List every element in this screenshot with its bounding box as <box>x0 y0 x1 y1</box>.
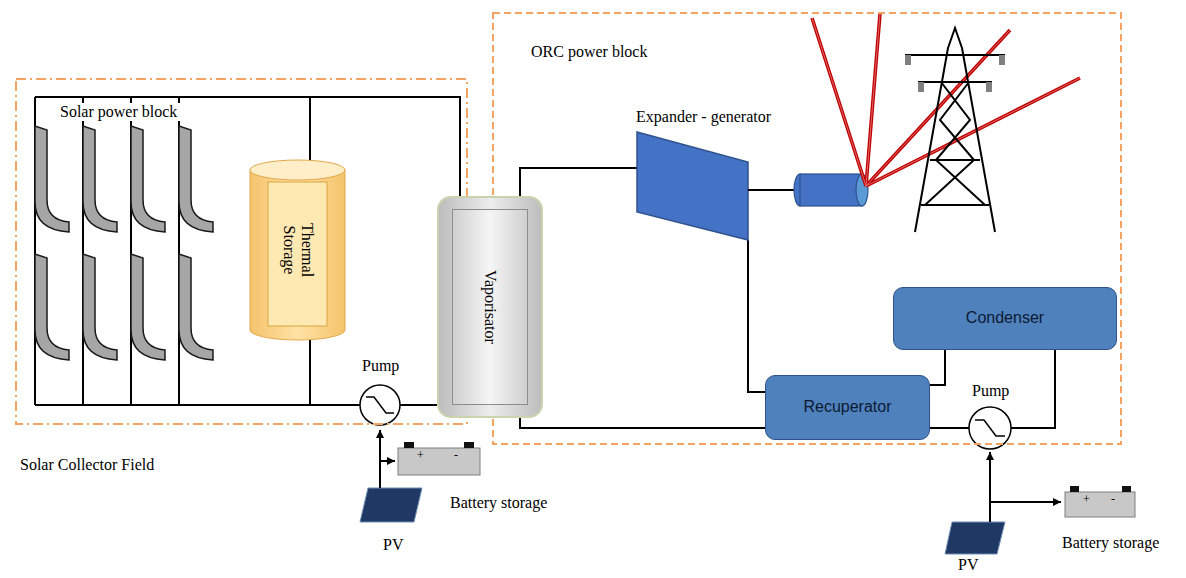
insulator <box>905 55 911 65</box>
collector-trough <box>179 254 213 360</box>
polarity-sign: - <box>454 449 458 463</box>
pump-symbol <box>360 385 400 425</box>
pv-panel <box>360 488 422 522</box>
collector-pipe <box>35 97 437 405</box>
label-holder: Expander - generator <box>636 108 771 126</box>
pump-symbol <box>969 407 1011 449</box>
block-region: Solar power blockThermal Storage <box>15 78 468 425</box>
label-holder: Pump <box>972 382 1009 400</box>
region-heading: Solar power block <box>57 103 180 121</box>
generator-symbol <box>800 174 862 206</box>
power-wire <box>380 460 395 462</box>
battery-terminal <box>464 442 474 448</box>
pipe-connector <box>930 350 945 385</box>
polarity-sign: + <box>1083 493 1090 507</box>
region-outline <box>15 78 468 425</box>
insulator <box>986 82 992 92</box>
tank-body <box>250 170 345 340</box>
label-holder: Pump <box>362 357 399 375</box>
collector-trough <box>35 254 69 360</box>
part-name: Solar Collector Field <box>20 456 154 474</box>
label-holder: Battery storage <box>1062 534 1159 552</box>
region-title: ORC power block <box>528 43 650 61</box>
part-name: Battery storage <box>1062 534 1159 552</box>
expander-symbol <box>637 132 748 240</box>
collector-trough <box>83 126 117 232</box>
power-wire <box>989 452 991 522</box>
region-heading: ORC power block <box>528 43 650 61</box>
part-name: Battery storage <box>450 494 547 512</box>
label-holder: + <box>417 449 424 463</box>
pump-symbol <box>366 397 394 413</box>
part-name: PV <box>958 556 978 574</box>
storage-tank: Thermal Storage <box>250 160 345 340</box>
part-name: PV <box>383 536 403 554</box>
pv-panel <box>945 522 1005 554</box>
part-name: Pump <box>972 382 1009 400</box>
collector-trough <box>179 126 213 232</box>
battery-symbol <box>398 448 480 475</box>
region-outline <box>16 79 467 424</box>
label-holder: - <box>1111 493 1115 507</box>
heat-exchanger: Vaporisator <box>437 196 543 418</box>
transmission-tower <box>905 28 1005 232</box>
collector-trough <box>131 126 165 232</box>
collector-trough <box>131 254 165 360</box>
insulator <box>918 82 924 92</box>
component-name: Vaporisator <box>481 270 499 344</box>
battery-terminal <box>1070 486 1079 492</box>
component-name: Recuperator <box>803 398 891 416</box>
process-box: Condenser <box>893 287 1117 350</box>
label-holder: - <box>454 449 458 463</box>
polarity-sign: + <box>417 449 424 463</box>
component-name: Condenser <box>966 309 1044 327</box>
shaft-line <box>748 189 800 191</box>
block-region: ORC power blockCondenserRecuperator <box>492 12 1122 445</box>
component-name: Thermal Storage <box>279 210 316 290</box>
label-holder: Solar Collector Field <box>20 456 154 474</box>
tank-top <box>250 160 345 180</box>
label-holder: Battery storage <box>450 494 547 512</box>
label-holder: + <box>1083 493 1090 507</box>
polarity-sign: - <box>1111 493 1115 507</box>
process-box: Recuperator <box>765 375 930 440</box>
label-holder: PV <box>383 536 403 554</box>
region-title: Solar power block <box>57 103 180 121</box>
part-name: Expander - generator <box>636 108 771 126</box>
pump-symbol <box>975 420 1005 436</box>
collector-trough <box>83 254 117 360</box>
rotated-text-holder: Vaporisator <box>481 270 499 344</box>
collector-trough <box>35 126 69 232</box>
pipe-connector <box>520 418 765 428</box>
part-name: Pump <box>362 357 399 375</box>
label-holder: PV <box>958 556 978 574</box>
region-outline <box>493 13 1121 444</box>
power-wire <box>990 501 1061 503</box>
battery-symbol <box>1065 492 1135 517</box>
battery-terminal <box>1122 486 1131 492</box>
battery-terminal <box>404 442 414 448</box>
insulator <box>999 55 1005 65</box>
tank-panel <box>268 182 327 326</box>
rotated-text-holder: Thermal Storage <box>279 210 316 290</box>
power-wire <box>379 430 381 488</box>
